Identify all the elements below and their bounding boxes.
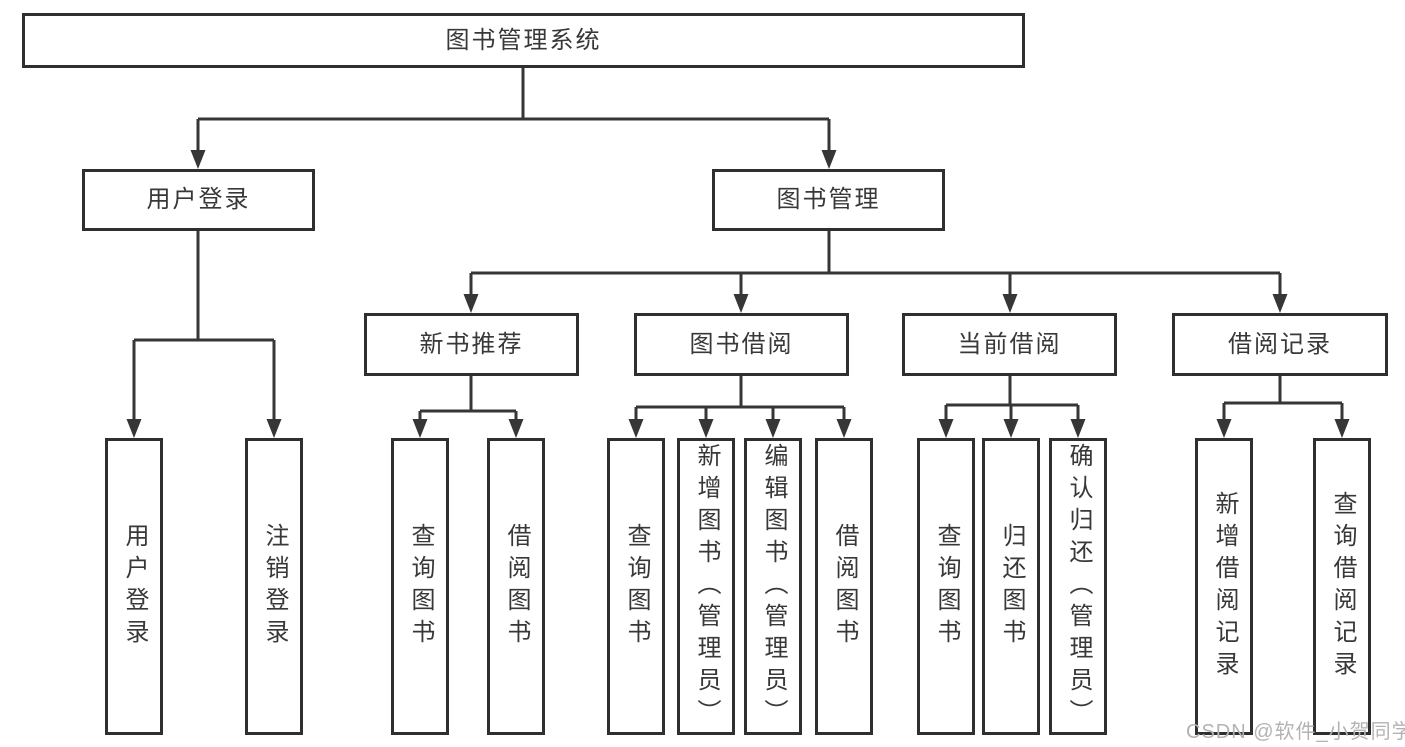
leaf-query-books-borrow: 查询图书 xyxy=(607,438,665,735)
leaf-add-borrow-record-label: 新增借阅记录 xyxy=(1211,490,1238,683)
leaf-return-books-label: 归还图书 xyxy=(998,522,1025,651)
arrowhead xyxy=(765,419,781,438)
leaf-edit-books-admin: 编辑图书（管理员） xyxy=(744,438,802,735)
node-current-borrowing: 当前借阅 xyxy=(902,313,1117,376)
leaf-query-books-borrow-label: 查询图书 xyxy=(623,522,650,651)
arrowhead xyxy=(1002,294,1018,313)
node-root: 图书管理系统 xyxy=(22,13,1025,68)
leaf-query-books-recommend-label: 查询图书 xyxy=(407,522,434,651)
arrowhead xyxy=(698,419,714,438)
leaf-borrow-books-recommend-label: 借阅图书 xyxy=(503,522,530,651)
arrowhead xyxy=(126,419,142,438)
arrowhead xyxy=(508,419,524,438)
leaf-query-books-current: 查询图书 xyxy=(917,438,975,735)
leaf-logout: 注销登录 xyxy=(245,438,303,735)
arrowhead xyxy=(412,419,428,438)
leaf-logout-label: 注销登录 xyxy=(261,522,288,651)
connector-new-book xyxy=(418,376,518,419)
arrowhead xyxy=(938,419,954,438)
arrowhead xyxy=(628,419,644,438)
connector-book-borrow xyxy=(634,376,846,419)
leaf-confirm-return-admin-label: 确认归还（管理员） xyxy=(1065,442,1092,731)
node-user-login-branch: 用户登录 xyxy=(82,169,315,231)
leaf-confirm-return-admin: 确认归还（管理员） xyxy=(1049,438,1107,735)
leaf-borrow-books: 借阅图书 xyxy=(815,438,873,735)
arrowhead xyxy=(836,419,852,438)
arrowhead xyxy=(821,150,837,169)
leaf-user-login-label: 用户登录 xyxy=(121,522,148,651)
node-root-label: 图书管理系统 xyxy=(445,26,602,54)
leaf-add-books-admin-label: 新增图书（管理员） xyxy=(693,442,720,731)
node-book-borrowing-label: 图书借阅 xyxy=(689,330,794,358)
leaf-query-books-recommend: 查询图书 xyxy=(391,438,449,735)
connector-book-management xyxy=(469,231,1282,294)
leaf-query-books-current-label: 查询图书 xyxy=(933,522,960,651)
leaf-add-borrow-record: 新增借阅记录 xyxy=(1195,438,1253,735)
leaf-add-books-admin: 新增图书（管理员） xyxy=(677,438,735,735)
arrowhead xyxy=(1334,419,1350,438)
arrowhead xyxy=(1003,419,1019,438)
node-book-management: 图书管理 xyxy=(712,169,945,231)
csdn-watermark: CSDN @软件_小贺同学 xyxy=(1186,721,1405,743)
node-new-book-recommendation-label: 新书推荐 xyxy=(419,330,524,358)
connector-borrow-records xyxy=(1222,376,1344,419)
node-borrowing-records: 借阅记录 xyxy=(1172,313,1388,376)
node-current-borrowing-label: 当前借阅 xyxy=(957,330,1062,358)
arrowhead xyxy=(1216,419,1232,438)
connector-root xyxy=(196,68,831,150)
arrowhead xyxy=(1272,294,1288,313)
node-book-management-label: 图书管理 xyxy=(776,186,881,213)
node-borrowing-records-label: 借阅记录 xyxy=(1228,330,1332,358)
arrowhead xyxy=(1070,419,1086,438)
leaf-return-books: 归还图书 xyxy=(982,438,1040,735)
leaf-query-borrow-record: 查询借阅记录 xyxy=(1313,438,1371,735)
arrowhead xyxy=(463,294,479,313)
node-user-login-branch-label: 用户登录 xyxy=(146,186,251,213)
leaf-query-borrow-record-label: 查询借阅记录 xyxy=(1329,490,1356,683)
arrowhead xyxy=(190,150,206,169)
arrowhead xyxy=(733,294,749,313)
leaf-edit-books-admin-label: 编辑图书（管理员） xyxy=(760,442,787,731)
leaf-borrow-books-recommend: 借阅图书 xyxy=(487,438,545,735)
connector-current-borrow xyxy=(944,376,1080,419)
node-new-book-recommendation: 新书推荐 xyxy=(364,313,579,376)
leaf-borrow-books-label: 借阅图书 xyxy=(831,522,858,651)
leaf-user-login: 用户登录 xyxy=(105,438,163,735)
node-book-borrowing: 图书借阅 xyxy=(634,313,849,376)
connector-user-login xyxy=(132,231,276,419)
arrowhead xyxy=(266,419,282,438)
